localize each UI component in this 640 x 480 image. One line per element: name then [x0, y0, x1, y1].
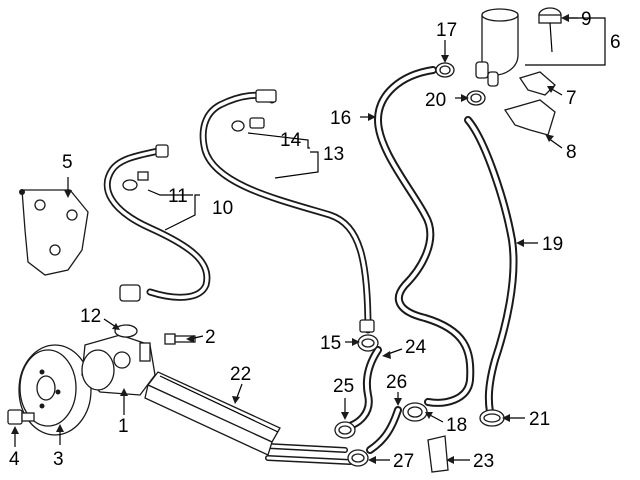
leader-lines: [11, 14, 606, 464]
callout-9: 9: [581, 9, 592, 30]
pulley-bolt: [7, 409, 35, 425]
callout-4: 4: [9, 449, 20, 470]
callout-19: 19: [542, 234, 563, 255]
callout-11: 11: [168, 186, 188, 207]
hose-bracket-23: [427, 435, 449, 473]
clamp-21: [479, 409, 505, 427]
clamp-20: [466, 90, 486, 106]
callout-labels: 1 2 3 4 5 6 7 8 9 10 11 12 13 14 15 16 1…: [9, 9, 621, 472]
hose-16: [374, 66, 475, 407]
reservoir-cap: [538, 7, 562, 53]
clamp-17: [435, 62, 455, 78]
callout-6: 6: [610, 32, 621, 53]
seal-11: [122, 179, 138, 191]
callout-15: 15: [320, 333, 341, 354]
power-steering-pump: [81, 334, 156, 396]
cooler-pipes: [265, 443, 353, 465]
hose-10: [103, 146, 211, 301]
callout-20: 20: [425, 90, 446, 111]
fitting-11: [137, 171, 149, 181]
fitting-13c: [359, 319, 375, 333]
callout-10: 10: [212, 198, 233, 219]
callout-26: 26: [386, 372, 407, 393]
callout-7: 7: [566, 88, 577, 109]
fitting-13: [255, 89, 277, 103]
o-ring-12: [114, 324, 138, 338]
hose-fittings-10: [119, 144, 169, 302]
oil-cooler: [144, 371, 281, 456]
callout-24: 24: [405, 337, 427, 358]
clamp-18: [402, 402, 428, 422]
mounting-bracket: [19, 189, 89, 276]
callout-1: 1: [118, 416, 129, 437]
hose-26: [366, 406, 402, 454]
callout-18: 18: [446, 415, 467, 436]
callout-2: 2: [205, 327, 216, 348]
callout-23: 23: [473, 451, 494, 472]
clamp-25: [334, 421, 356, 439]
callout-16: 16: [330, 108, 351, 129]
fitting-13b: [249, 117, 265, 129]
hose-bracket: [503, 99, 556, 136]
callout-3: 3: [53, 449, 64, 470]
callout-27: 27: [393, 451, 414, 472]
callout-22: 22: [230, 364, 251, 385]
reservoir-bracket: [518, 71, 556, 96]
pump-bolt: [164, 333, 196, 345]
callout-25: 25: [333, 376, 354, 397]
callout-14: 14: [280, 130, 302, 151]
hose-19: [464, 116, 518, 416]
callout-8: 8: [566, 142, 577, 163]
clamp-27: [347, 449, 369, 467]
callout-12: 12: [80, 306, 101, 327]
seal-14: [231, 120, 245, 132]
hose-13: [199, 91, 372, 334]
clamp-15: [357, 334, 379, 352]
hose-24: [338, 346, 382, 432]
callout-17: 17: [436, 20, 457, 41]
callout-5: 5: [62, 152, 73, 173]
reservoir: [475, 8, 519, 87]
pulley: [18, 344, 92, 436]
callout-21: 21: [529, 409, 550, 430]
callout-13: 13: [323, 144, 344, 165]
